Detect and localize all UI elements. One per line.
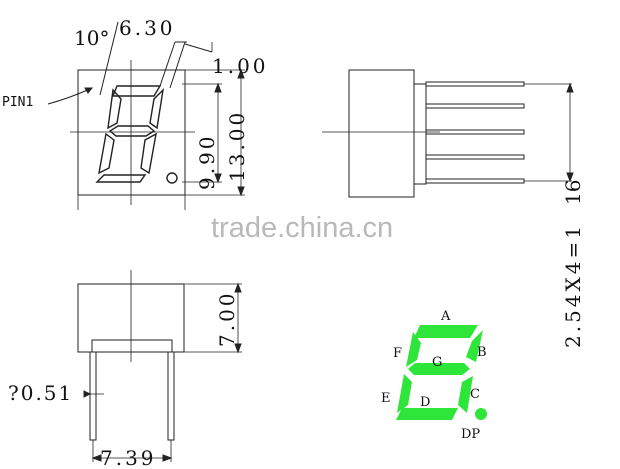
seg-label-dp: DP: [461, 427, 480, 442]
seg-label-f: F: [393, 346, 402, 361]
pitch-label-tail: 16: [561, 180, 585, 205]
seg-label-d: D: [420, 395, 430, 410]
segment-g: [408, 363, 470, 375]
segment-a: [414, 325, 478, 338]
front-view: [47, 21, 245, 210]
depth-label: 7.00: [215, 290, 239, 347]
stroke-label: 1.00: [212, 54, 269, 78]
digit-height-label: 9.90: [195, 133, 219, 190]
body-height-label: 13.00: [225, 110, 249, 182]
seg-label-e: E: [381, 391, 391, 406]
watermark: trade.china.cn: [211, 212, 393, 244]
seg-label-a: A: [440, 309, 451, 324]
bottom-pins: [89, 351, 175, 441]
pin1-label: PIN1: [2, 95, 33, 110]
segment-b: [466, 330, 483, 362]
segment-f: [406, 332, 421, 367]
seg-label-c: C: [470, 387, 480, 402]
pin-span-label: 7.39: [100, 446, 157, 469]
segment-dp: [475, 408, 487, 420]
seg-label-g: G: [432, 355, 442, 370]
segment-diagram: A F G B E D C DP: [381, 309, 487, 442]
pitch-label: 2.54X4=1: [561, 223, 585, 348]
seg-label-b: B: [477, 345, 487, 360]
front-body-outline: [77, 69, 186, 196]
side-body-outline: [348, 69, 415, 198]
segment-c: [458, 376, 473, 413]
bottom-view: [77, 270, 242, 462]
segment-shapes: [396, 325, 487, 420]
pin-diameter-label: ?0.51: [8, 381, 73, 405]
width-label: 6.30: [119, 16, 176, 40]
angle-label: 10°: [74, 26, 109, 50]
segment-d: [396, 408, 458, 420]
front-digit-outline: [95, 85, 178, 184]
segment-e: [397, 374, 412, 413]
side-pins: [425, 81, 525, 184]
side-view: [322, 69, 574, 198]
